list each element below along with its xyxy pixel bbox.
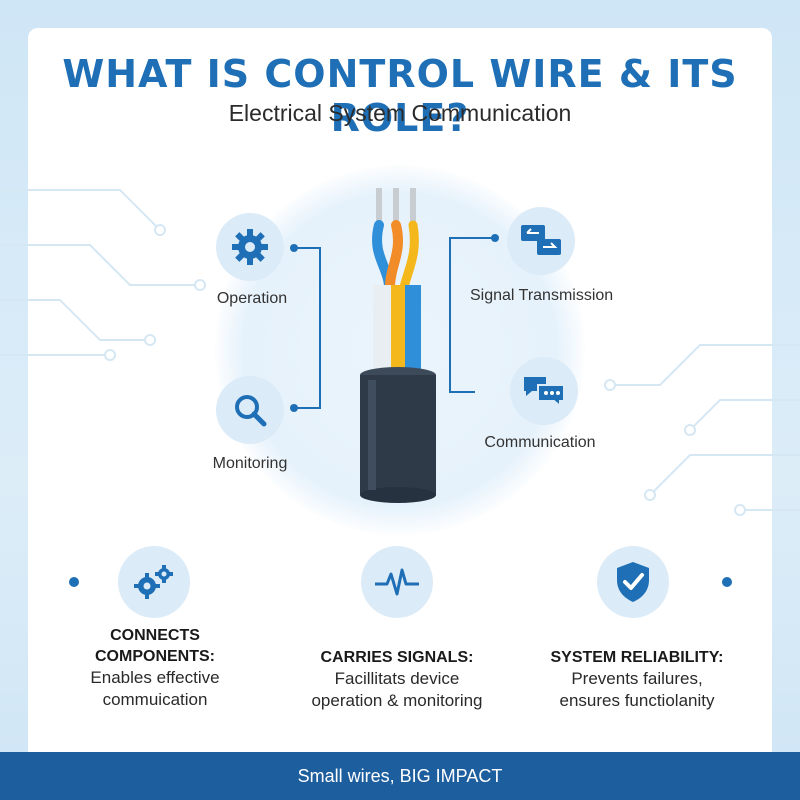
magnifier-icon	[235, 395, 267, 427]
monitoring-icon-circle	[216, 376, 284, 444]
chat-bubbles-icon	[524, 377, 565, 409]
feature-system-reliability: SYSTEM RELIABILITY: Prevents failures, e…	[522, 647, 752, 712]
feature-desc: Enables effective	[90, 668, 220, 687]
feature-connects-components: CONNECTS COMPONENTS: Enables effective c…	[40, 625, 270, 711]
communication-icon-circle	[510, 357, 578, 425]
gear-icon	[232, 229, 268, 265]
gears-icon	[134, 565, 173, 599]
signal-transmission-label: Signal Transmission	[470, 287, 614, 304]
pulse-icon	[375, 568, 419, 596]
footer-banner: Small wires, BIG IMPACT	[0, 752, 800, 800]
decorative-dot-right	[722, 577, 732, 587]
feature-desc: Prevents failures,	[571, 669, 703, 688]
system-reliability-icon-circle	[597, 546, 669, 618]
control-wire-illustration	[360, 188, 436, 503]
carries-signals-icon-circle	[361, 546, 433, 618]
shield-check-icon	[617, 562, 649, 602]
feature-title: COMPONENTS:	[95, 648, 215, 665]
monitoring-label: Monitoring	[212, 455, 288, 472]
feature-title: SYSTEM RELIABILITY:	[550, 649, 724, 666]
feature-title: CONNECTS	[110, 627, 200, 644]
page-subtitle: Electrical System Communication	[228, 100, 572, 126]
feature-desc: Facillitats device	[334, 669, 460, 688]
decorative-dot-left	[69, 577, 79, 587]
signal-transmission-icon-circle	[507, 207, 575, 275]
operation-label: Operation	[216, 290, 288, 307]
operation-icon-circle	[216, 213, 284, 281]
feature-title: CARRIES SIGNALS:	[320, 649, 474, 666]
transfer-arrows-icon	[521, 225, 561, 255]
feature-carries-signals: CARRIES SIGNALS: Facillitats device oper…	[282, 647, 512, 712]
page-title: WHAT IS CONTROL WIRE & ITS ROLE?	[62, 52, 738, 140]
communication-label: Communication	[484, 434, 596, 451]
feature-desc: commuication	[102, 690, 208, 709]
feature-desc: ensures functiolanity	[559, 691, 715, 710]
footer-text: Small wires, BIG IMPACT	[297, 765, 503, 786]
connects-components-icon-circle	[118, 546, 190, 618]
feature-desc: operation & monitoring	[311, 691, 483, 710]
